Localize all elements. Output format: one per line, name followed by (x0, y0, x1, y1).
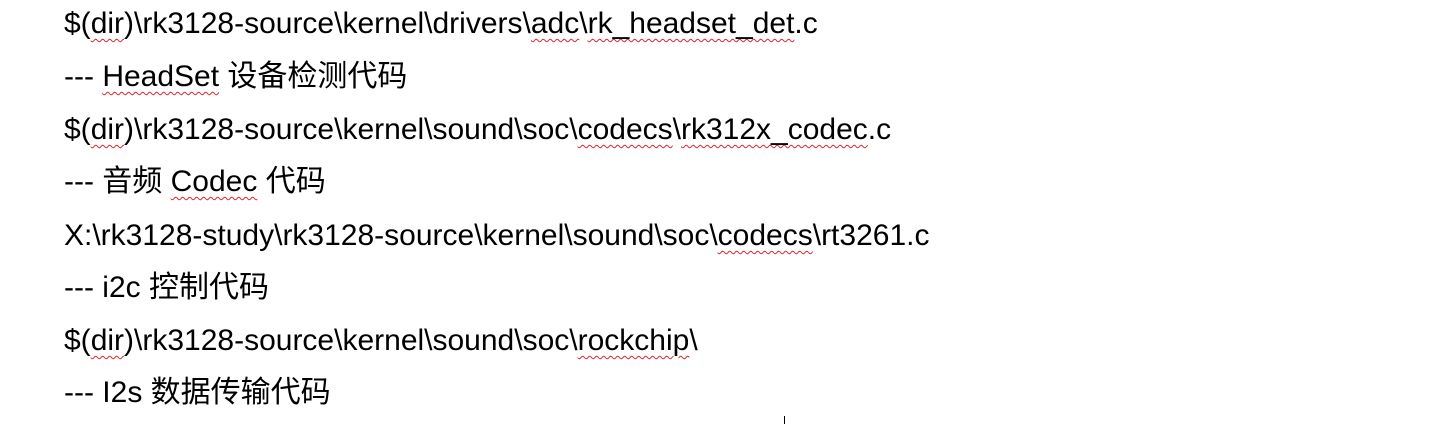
text-segment: --- I2s 数据传输代码 (64, 376, 331, 409)
text-segment: $( (64, 113, 91, 146)
text-segment: )\rk3128-source\kernel\sound\soc\ (124, 113, 578, 146)
spellcheck-word[interactable]: adc (530, 7, 580, 40)
spellcheck-word[interactable]: rk312x_codec (681, 113, 868, 146)
text-segment: --- 音频 (64, 165, 171, 198)
text-segment: --- i2c 控制代码 (64, 271, 269, 304)
text-segment: .c (794, 7, 818, 40)
path-line-rt3261[interactable]: X:\rk3128-study\rk3128-source\kernel\sou… (64, 216, 929, 256)
text-segment: .c (867, 113, 892, 146)
path-line-headset[interactable]: $(dir)\rk3128-source\kernel\drivers\adc\… (64, 4, 818, 44)
spellcheck-word[interactable]: codecs (577, 113, 673, 146)
text-segment: \ (672, 113, 681, 146)
description-line-i2s[interactable]: --- I2s 数据传输代码 (64, 373, 331, 413)
text-segment: X:\rk3128-study\rk3128-source\kernel\sou… (64, 219, 718, 252)
text-segment: \ (579, 7, 588, 40)
text-segment: $( (64, 324, 91, 357)
path-line-codec[interactable]: $(dir)\rk3128-source\kernel\sound\soc\co… (64, 110, 891, 150)
text-segment: )\rk3128-source\kernel\sound\soc\ (124, 324, 578, 357)
spellcheck-word[interactable]: dir (90, 113, 125, 146)
text-segment: )\rk3128-source\kernel\drivers\ (124, 7, 531, 40)
spellcheck-word[interactable]: codecs (717, 219, 813, 252)
description-line-codec[interactable]: --- 音频 Codec 代码 (64, 162, 326, 202)
text-segment: $( (64, 7, 91, 40)
description-line-i2c[interactable]: --- i2c 控制代码 (64, 268, 269, 308)
spellcheck-word[interactable]: dir (90, 324, 125, 357)
text-segment: \ (689, 324, 698, 357)
text-segment: \rt3261.c (812, 219, 930, 252)
spellcheck-word[interactable]: rockchip (577, 324, 690, 357)
spellcheck-word[interactable]: rk_headset_det (587, 7, 795, 40)
text-segment: 代码 (257, 165, 326, 198)
description-line-headset[interactable]: --- HeadSet 设备检测代码 (64, 57, 407, 97)
spellcheck-word[interactable]: Codec (170, 165, 258, 198)
spellcheck-word[interactable]: HeadSet (102, 60, 220, 93)
text-segment: --- (64, 60, 103, 93)
path-line-rockchip[interactable]: $(dir)\rk3128-source\kernel\sound\soc\ro… (64, 321, 698, 361)
spellcheck-word[interactable]: dir (90, 7, 125, 40)
text-cursor (784, 416, 785, 424)
text-segment: 设备检测代码 (219, 60, 408, 93)
